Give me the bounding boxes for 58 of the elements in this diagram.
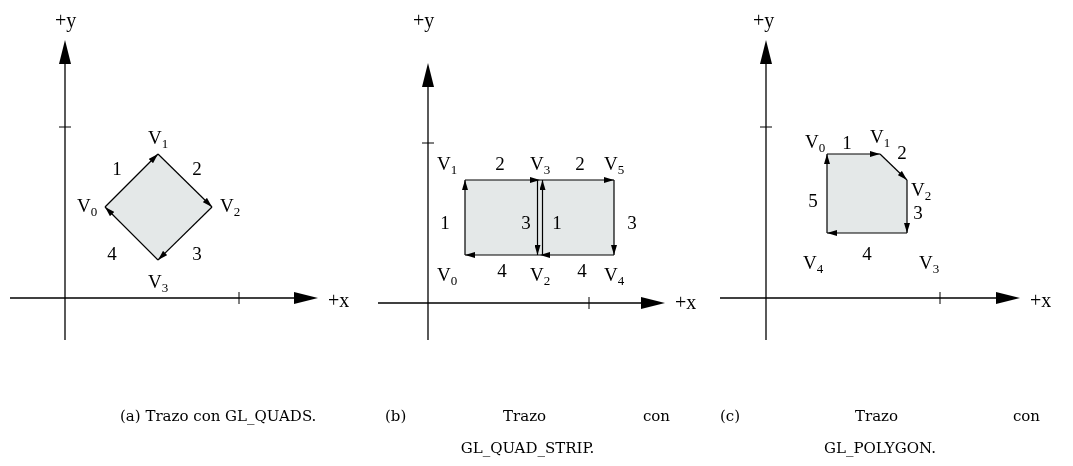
edge-label: 1 — [842, 132, 852, 152]
arrow — [539, 179, 546, 256]
vertex-label: V$_{2}$ — [907, 180, 932, 202]
edge-label: 3 — [192, 243, 202, 263]
figure-caption: (a) Trazo con GL_QUADS. — [120, 406, 318, 427]
vertex-label: V$_{3}$ — [148, 260, 169, 294]
axis-label: +x — [328, 290, 350, 310]
arrow — [826, 151, 881, 157]
edge-label: 2 — [192, 158, 202, 178]
edge-label: 3 — [521, 212, 531, 232]
vertex-label: V$_{0}$ — [805, 132, 828, 154]
edge-label: 3 — [913, 202, 923, 222]
arrow — [104, 206, 159, 261]
edge-label: 4 — [577, 260, 587, 280]
vertex-label: V$_{0}$ — [437, 255, 466, 287]
edge-label: 4 — [107, 243, 117, 263]
arrow — [464, 252, 541, 258]
vertex-label: V$_{1}$ — [148, 128, 169, 154]
edge-label: 2 — [575, 153, 585, 173]
figure-caption: (b) Trazo con GL_QUAD_STRIP. — [385, 406, 670, 459]
edge-label: 1 — [112, 158, 122, 178]
vertex-label: V$_{1}$ — [870, 127, 891, 154]
vertex-label: V$_{2}$ — [530, 255, 551, 287]
arrow — [464, 177, 541, 183]
vertex-label: V$_{3}$ — [907, 233, 940, 275]
arrow — [104, 153, 159, 208]
arrow — [534, 179, 541, 256]
arrow — [824, 153, 830, 234]
vertex-label: V$_{5}$ — [604, 154, 625, 180]
arrow — [539, 177, 615, 183]
arrow — [539, 252, 615, 258]
arrow — [157, 206, 213, 261]
axis-label: +x — [675, 292, 697, 312]
vertex-label: V$_{2}$ — [212, 196, 241, 218]
edge-label: 1 — [552, 212, 562, 232]
vertex-label: V$_{4}$ — [803, 233, 828, 275]
arrow — [879, 153, 908, 181]
vertex-label: V$_{1}$ — [437, 154, 466, 180]
figure-caption: (c) Trazo con GL_POLYGON. — [720, 406, 1040, 459]
edge-label: 3 — [627, 212, 637, 232]
axis-label: +y — [753, 10, 775, 30]
arrow — [611, 179, 617, 256]
vertex-label: V$_{0}$ — [77, 196, 106, 218]
arrow — [826, 230, 908, 236]
edge-label: 1 — [440, 212, 450, 232]
arrow — [462, 179, 468, 256]
edge-label: 4 — [497, 260, 507, 280]
edge-label: 2 — [495, 153, 505, 173]
axis-label: +y — [55, 10, 77, 30]
vertex-label: V$_{3}$ — [530, 154, 551, 180]
vertex-label: V$_{4}$ — [604, 255, 625, 287]
axis-label: +x — [1030, 290, 1052, 310]
edge-label: 2 — [897, 142, 907, 162]
edge-label: 5 — [808, 190, 818, 210]
axis-label: +y — [413, 10, 435, 30]
edge-label: 4 — [862, 243, 872, 263]
arrow — [904, 179, 910, 234]
arrow — [157, 153, 213, 208]
